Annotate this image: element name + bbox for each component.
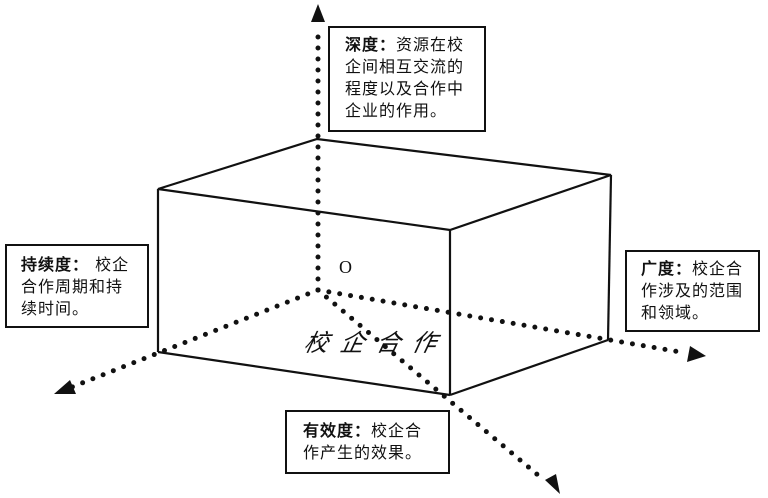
effectiveness-text: 校企合作产生的效果。 — [303, 421, 423, 462]
breadth-text: 校企合作涉及的范围和领域。 — [641, 259, 744, 322]
axis-duration — [69, 287, 321, 390]
axis-breadth — [315, 287, 689, 356]
arrowhead-right-icon — [687, 346, 706, 362]
cube-top-face — [157, 137, 612, 232]
arrowhead-down-left-icon — [54, 380, 76, 394]
effectiveness-box: 有效度：校企合作产生的效果。 — [285, 410, 450, 474]
breadth-title: 广度： — [641, 259, 693, 278]
depth-title: 深度： — [345, 35, 397, 54]
origin-label: O — [339, 257, 352, 277]
duration-box: 持续度： 校企合作周期和持续时间。 — [5, 244, 149, 328]
center-label: 校企合作 — [301, 331, 452, 357]
arrowhead-down-right-icon — [545, 474, 560, 494]
depth-box: 深度：资源在校企间相互交流的程度以及合作中企业的作用。 — [328, 26, 486, 132]
breadth-box: 广度：校企合作涉及的范围和领域。 — [625, 250, 760, 332]
cube — [156, 137, 613, 397]
duration-text: 校企合作周期和持续时间。 — [21, 255, 130, 318]
cube-edge-bottom-left — [157, 350, 451, 397]
effectiveness-title: 有效度： — [303, 421, 372, 440]
cube-edge-bottom-right — [449, 338, 609, 397]
depth-text: 资源在校企间相互交流的程度以及合作中企业的作用。 — [345, 35, 465, 120]
cube-edge-right — [606, 174, 613, 341]
duration-title: 持续度： — [21, 255, 90, 274]
arrowhead-up-icon — [311, 4, 325, 22]
